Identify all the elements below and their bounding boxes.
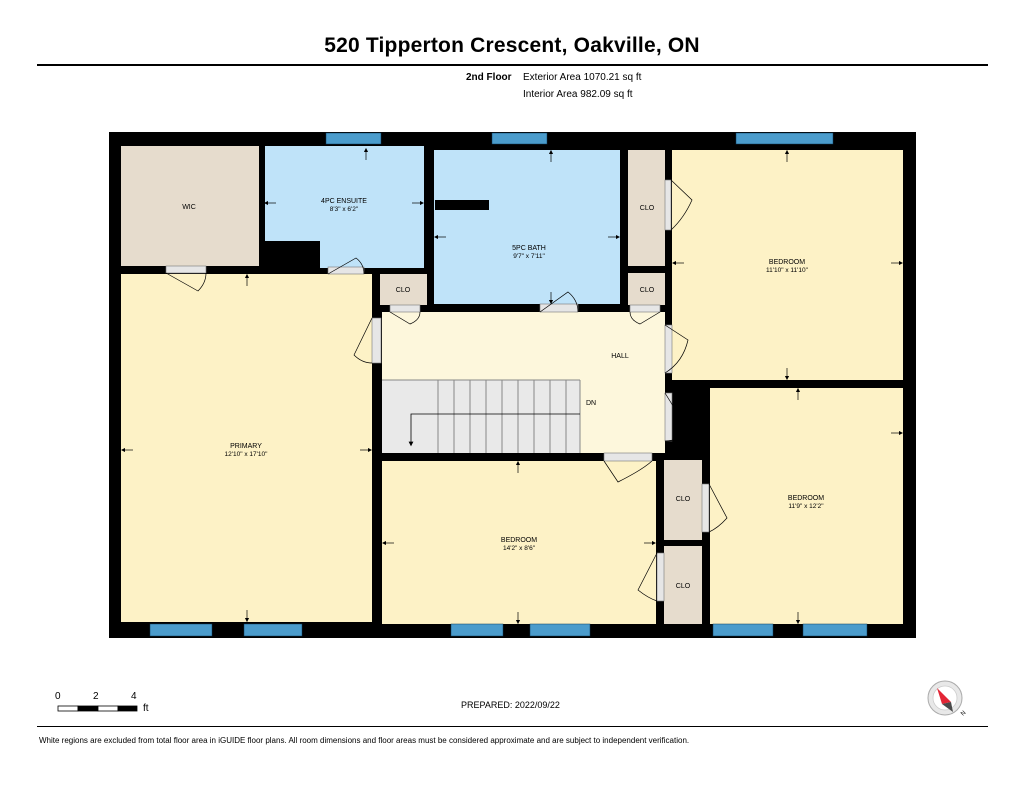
compass-icon: N <box>927 680 967 717</box>
scale-unit: ft <box>143 703 149 714</box>
interior-area: Interior Area 982.09 sq ft <box>523 89 633 100</box>
window <box>735 132 834 145</box>
window <box>802 623 868 637</box>
dims-primary: 12'10" x 17'10" <box>225 451 269 458</box>
label-closet-2: CLO <box>640 287 655 294</box>
label-wic: WIC <box>182 204 196 211</box>
floor-label: 2nd Floor <box>466 72 512 83</box>
room-bedroom-s <box>382 461 656 624</box>
dimension-arrows <box>120 147 904 625</box>
closet-5 <box>664 546 702 624</box>
dims-bedroom-s: 14'2" x 8'6" <box>503 545 536 552</box>
window <box>243 623 303 637</box>
label-closet-4: CLO <box>676 496 691 503</box>
dims-5pc-bath: 9'7" x 7'11" <box>513 253 545 260</box>
label-bedroom-s: BEDROOM <box>501 537 537 544</box>
scale-tick-0: 0 <box>55 691 61 702</box>
window <box>491 132 548 145</box>
label-primary: PRIMARY <box>230 443 262 450</box>
label-bedroom-se: BEDROOM <box>788 495 824 502</box>
window <box>325 132 382 145</box>
label-stairs-down: DN <box>586 400 596 407</box>
window <box>450 623 504 637</box>
label-5pc-bath: 5PC BATH <box>512 245 546 252</box>
exterior-area: Exterior Area 1070.21 sq ft <box>523 72 642 83</box>
closet-4 <box>664 460 702 540</box>
label-closet-1: CLO <box>640 205 655 212</box>
window <box>529 623 591 637</box>
window <box>149 623 213 637</box>
bath-partition <box>435 200 489 210</box>
closet-3 <box>380 274 427 305</box>
label-ensuite: 4PC ENSUITE <box>321 198 367 205</box>
label-closet-3: CLO <box>396 287 411 294</box>
scale-tick-4: 4 <box>131 691 137 702</box>
disclaimer: White regions are excluded from total fl… <box>39 736 690 745</box>
header-rule <box>37 64 988 66</box>
scale-tick-2: 2 <box>93 691 99 702</box>
windows <box>149 132 868 637</box>
svg-text:N: N <box>960 710 967 717</box>
label-bedroom-ne: BEDROOM <box>769 259 805 266</box>
room-ensuite-alcove <box>320 240 424 268</box>
dims-bedroom-ne: 11'10" x 11'10" <box>766 267 809 274</box>
closet-2 <box>628 273 665 305</box>
window <box>712 623 774 637</box>
room-wic <box>121 146 259 266</box>
stair-treads <box>382 379 581 453</box>
room-primary <box>121 274 372 622</box>
scale-bar <box>57 705 138 712</box>
page-title: 520 Tipperton Crescent, Oakville, ON <box>324 34 700 57</box>
door-openings <box>165 179 710 602</box>
dims-ensuite: 8'3" x 6'2" <box>330 206 359 213</box>
room-bedroom-se <box>710 388 903 624</box>
footer-rule <box>37 726 988 727</box>
stairs <box>382 380 580 453</box>
room-5pc-bath <box>434 150 620 304</box>
dims-bedroom-se: 11'9" x 12'2" <box>788 503 824 510</box>
room-ensuite <box>265 146 424 241</box>
prepared-date: PREPARED: 2022/09/22 <box>461 700 560 710</box>
stair-direction-arrow <box>408 413 580 447</box>
door-swings <box>165 179 728 602</box>
label-hall: HALL <box>611 353 629 360</box>
closet-1 <box>628 150 665 266</box>
label-closet-5: CLO <box>676 583 691 590</box>
room-bedroom-ne <box>672 150 903 380</box>
